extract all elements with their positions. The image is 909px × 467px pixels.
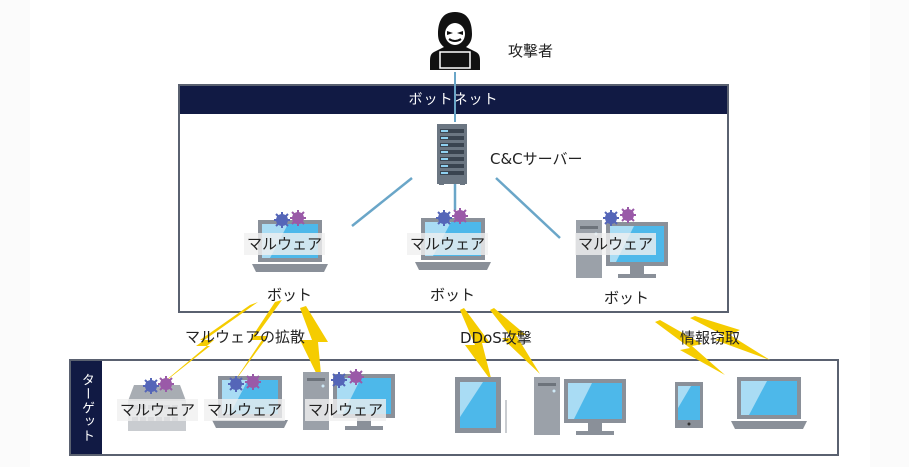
bot-3-label: ボット	[604, 289, 650, 307]
lightning-bolts	[152, 300, 770, 392]
lightning-bolt-ddos-2	[490, 308, 540, 374]
lightning-bolt-steal-1	[655, 320, 725, 375]
attacker-label: 攻撃者	[508, 42, 554, 60]
attack-ddos-label: DDoS攻撃	[460, 329, 532, 347]
target-smartphone-icon	[675, 382, 703, 428]
bot-1-malware-label: マルウェア	[244, 233, 326, 255]
server-rack-icon	[437, 124, 467, 185]
lightning-bolt-spread-3	[300, 306, 328, 385]
lightning-bolt-steal-2	[690, 316, 770, 360]
target-desktop-2-icon	[534, 377, 626, 435]
target-laptop-2-icon	[731, 377, 807, 429]
target-desktop-malware-label: マルウェア	[305, 399, 387, 421]
attack-malware-spread-label: マルウェアの拡散	[185, 328, 306, 346]
target-laptop-malware-label: マルウェア	[204, 399, 286, 421]
lightning-bolt-ddos-1	[460, 308, 492, 382]
link-server-to-bot-3	[495, 177, 561, 239]
hooded-hacker-icon	[430, 12, 480, 70]
cc-server-label: C&Cサーバー	[490, 150, 583, 168]
target-title: ターゲット	[71, 361, 102, 454]
bot-3-malware-label: マルウェア	[575, 233, 657, 255]
bot-2-label: ボット	[430, 286, 476, 304]
botnet-title: ボットネット	[180, 86, 727, 114]
link-server-to-bot-1	[351, 177, 413, 227]
target-tablet-icon	[455, 377, 507, 433]
bot-1-label: ボット	[267, 286, 313, 304]
attack-info-theft-label: 情報窃取	[680, 329, 741, 347]
target-printer-malware-label: マルウェア	[117, 399, 199, 421]
bot-2-malware-label: マルウェア	[407, 233, 489, 255]
